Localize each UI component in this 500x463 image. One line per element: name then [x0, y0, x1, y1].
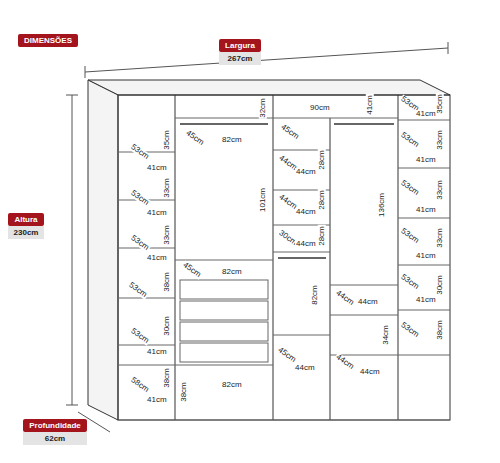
dimension-label: 41cm: [146, 348, 168, 356]
dimension-label: 33cm: [163, 177, 171, 199]
dimension-label: 45cm: [276, 346, 298, 365]
dimension-label: 53cm: [129, 327, 151, 346]
badge-title: Altura: [8, 213, 45, 226]
dimension-label: 28cm: [318, 189, 326, 211]
dimension-label: 53cm: [399, 179, 421, 198]
dimension-label: 38cm: [436, 319, 444, 341]
badge-value: 230cm: [8, 226, 45, 239]
dimension-badge: DIMENSÕES: [18, 34, 78, 47]
dimension-label: 41cm: [146, 209, 168, 217]
dimension-label: 38cm: [163, 367, 171, 389]
dimension-label: 41cm: [415, 252, 437, 260]
dimension-label: 44cm: [359, 368, 381, 376]
dimension-label: 53cm: [399, 273, 421, 292]
dimension-label: 82cm: [311, 284, 319, 306]
dimension-label: 136cm: [378, 192, 386, 218]
badge-value: 267cm: [219, 52, 261, 65]
dimension-label: 90cm: [309, 104, 331, 112]
dimension-label: 41cm: [146, 164, 168, 172]
dimension-label: 33cm: [163, 224, 171, 246]
dimension-label: 33cm: [436, 129, 444, 151]
badge-value: 62cm: [23, 432, 87, 445]
dimension-label: 41cm: [415, 110, 437, 118]
dimension-label: 33cm: [436, 227, 444, 249]
dimension-label: 30cm: [436, 274, 444, 296]
dimension-label: 101cm: [259, 187, 267, 213]
dimension-label: 53cm: [399, 131, 421, 150]
dimension-label: 53cm: [399, 227, 421, 246]
dimension-label: 82cm: [221, 381, 243, 389]
dimension-label: 35cm: [436, 93, 444, 115]
dimension-label: 38cm: [180, 381, 188, 403]
dimension-label: 41cm: [146, 396, 168, 404]
dimension-label: 30cm: [163, 315, 171, 337]
dimension-label: 35cm: [163, 129, 171, 151]
dimension-label: 53cm: [127, 281, 149, 300]
dimension-label: 44cm: [295, 208, 317, 216]
dimension-label: 82cm: [221, 268, 243, 276]
dimension-label: 41cm: [366, 94, 374, 116]
dimension-badge: Profundidade62cm: [23, 419, 87, 445]
dimension-label: 34cm: [382, 324, 390, 346]
dimension-label: 33cm: [436, 179, 444, 201]
dimension-label: 53cm: [129, 189, 151, 208]
dimension-label: 44cm: [295, 240, 317, 248]
badge-title: Profundidade: [23, 419, 87, 432]
dimension-label: 44cm: [295, 168, 317, 176]
dimension-badge: Altura230cm: [8, 213, 45, 239]
dimension-label: 45cm: [279, 123, 301, 142]
dimension-label: 44cm: [334, 289, 356, 308]
dimension-badge: Largura267cm: [219, 39, 261, 65]
dimension-label: 28cm: [318, 225, 326, 247]
dimension-label: 45cm: [184, 129, 206, 148]
dimension-label: 58cm: [129, 376, 151, 395]
dimension-label: 41cm: [415, 156, 437, 164]
dimension-label: 28cm: [318, 149, 326, 171]
dimension-label: 41cm: [415, 206, 437, 214]
dimension-label: 53cm: [129, 143, 151, 162]
dimension-label: 53cm: [399, 321, 421, 340]
dimension-label: 82cm: [221, 136, 243, 144]
badge-title: DIMENSÕES: [18, 34, 78, 47]
dimension-label: 41cm: [415, 296, 437, 304]
badge-title: Largura: [219, 39, 261, 52]
dimension-label: 45cm: [181, 261, 203, 280]
dimension-label: 53cm: [129, 234, 151, 253]
dimension-label: 44cm: [357, 298, 379, 306]
dimension-label: 41cm: [146, 254, 168, 262]
dimension-label: 38cm: [163, 271, 171, 293]
dimension-label: 44cm: [294, 364, 316, 372]
dimension-label: 32cm: [259, 97, 267, 119]
